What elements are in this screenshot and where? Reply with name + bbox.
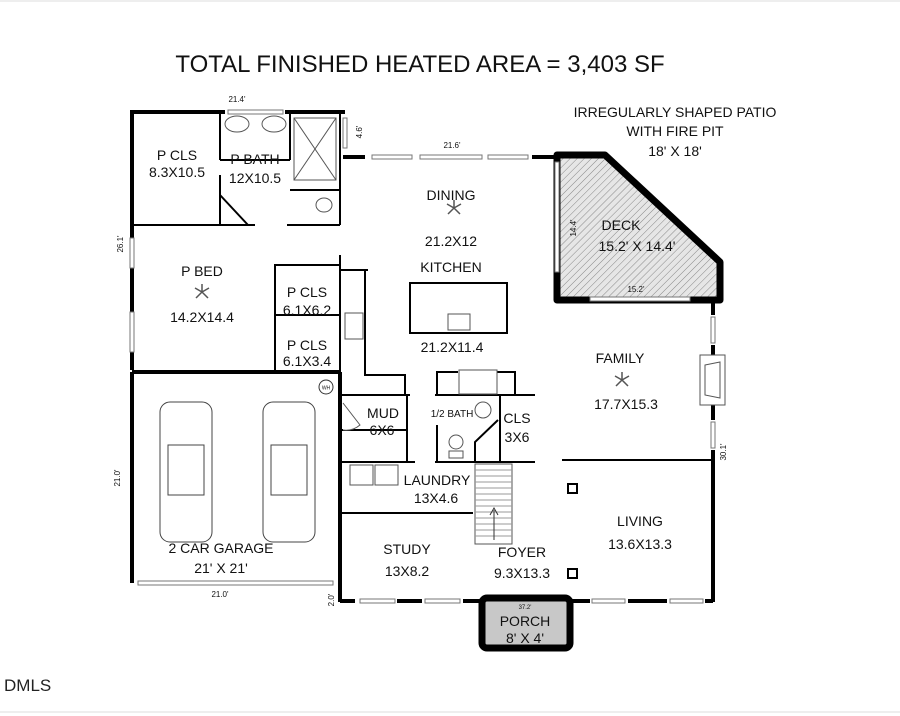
- svg-text:2.0': 2.0': [327, 593, 336, 606]
- svg-text:IRREGULARLY SHAPED PATIO: IRREGULARLY SHAPED PATIO: [574, 104, 777, 120]
- kitchen-island: [409, 282, 508, 334]
- room-size: 8.3X10.5: [149, 164, 205, 180]
- svg-text:21.0': 21.0': [211, 590, 229, 599]
- room-size: 13.6X13.3: [608, 536, 672, 552]
- svg-text:21.0': 21.0': [113, 469, 122, 487]
- fixtures: WH: [159, 115, 726, 579]
- room-name: STUDY: [383, 541, 431, 557]
- svg-text:WH: WH: [322, 386, 331, 392]
- room-size: 14.2X14.4: [170, 309, 234, 325]
- room-name: KITCHEN: [420, 259, 481, 275]
- room-name: P CLS: [157, 147, 197, 163]
- dimension-labels: 21.4' 4.6' 21.6' 26.1' 14.4' 15.2' 30.1'…: [113, 95, 728, 611]
- sink-icon: [447, 313, 471, 331]
- stair-arrow-icon: [489, 506, 499, 540]
- sink-icon: [474, 401, 492, 419]
- room-size: 13X4.6: [414, 490, 459, 506]
- room-name: LAUNDRY: [404, 472, 471, 488]
- room-size: 8' X 4': [506, 630, 544, 646]
- room-size: 3X6: [505, 429, 530, 445]
- stairs: [474, 463, 513, 545]
- washer-icon: [349, 464, 374, 486]
- svg-text:18' X 18': 18' X 18': [648, 143, 702, 159]
- svg-text:WITH FIRE PIT: WITH FIRE PIT: [626, 123, 724, 139]
- sink-icon: [224, 115, 250, 133]
- room-name: PORCH: [500, 613, 551, 629]
- plan-title: TOTAL FINISHED HEATED AREA = 3,403 SF: [175, 51, 664, 78]
- stove-icon: [344, 312, 364, 340]
- column: [567, 568, 578, 579]
- svg-text:14.4': 14.4': [569, 219, 578, 237]
- room-size: 6.1X3.4: [283, 353, 331, 369]
- room-name: CLS: [503, 410, 530, 426]
- room-name: P BED: [181, 263, 223, 279]
- room-size: 21.2X11.4: [421, 339, 484, 355]
- room-size: 21.2X12: [425, 233, 477, 249]
- svg-text:15.2': 15.2': [627, 285, 645, 294]
- room-size: 9.3X13.3: [494, 565, 550, 581]
- room-name: MUD: [367, 405, 399, 421]
- room-name: 2 CAR GARAGE: [168, 540, 273, 556]
- porch: [478, 594, 574, 652]
- room-labels: P CLS 8.3X10.5 P BATH 12X10.5 DINING 21.…: [149, 147, 676, 646]
- toilet-icon: [448, 434, 464, 450]
- room-size: 12X10.5: [229, 170, 281, 186]
- car-icon: [159, 401, 316, 543]
- dryer-icon: [374, 464, 399, 486]
- svg-text:21.4': 21.4': [228, 95, 246, 104]
- patio-label: IRREGULARLY SHAPED PATIO WITH FIRE PIT 1…: [574, 104, 777, 159]
- room-name: P CLS: [287, 337, 327, 353]
- door-swing: [342, 402, 361, 431]
- room-name: FAMILY: [596, 350, 645, 366]
- room-name: P CLS: [287, 284, 327, 300]
- room-size: 6.1X6.2: [283, 302, 331, 318]
- windows: [129, 109, 716, 604]
- room-size: 13X8.2: [385, 563, 430, 579]
- room-name: DECK: [602, 217, 642, 233]
- svg-text:4.6': 4.6': [355, 125, 364, 138]
- room-name: LIVING: [617, 513, 663, 529]
- room-size: 6X6: [370, 422, 395, 438]
- room-name: DINING: [427, 187, 476, 203]
- sink-icon: [261, 115, 287, 133]
- room-size: 17.7X15.3: [594, 396, 658, 412]
- room-size: 21' X 21': [194, 560, 248, 576]
- deck: [553, 151, 724, 304]
- svg-text:21.6': 21.6': [443, 141, 461, 150]
- column: [567, 483, 578, 494]
- toilet-icon: [315, 197, 333, 213]
- room-name: 1/2 BATH: [431, 409, 474, 420]
- room-name: P BATH: [230, 151, 279, 167]
- room-size: 15.2' X 14.4': [599, 238, 676, 254]
- watermark-logo: DMLS: [4, 676, 51, 695]
- room-name: FOYER: [498, 544, 546, 560]
- svg-text:26.1': 26.1': [116, 235, 125, 253]
- water-heater-icon: [318, 379, 334, 395]
- svg-text:37.2': 37.2': [519, 605, 532, 611]
- ceiling-fan-icon: [194, 200, 630, 387]
- range-icon: [458, 369, 498, 395]
- svg-text:30.1': 30.1': [719, 443, 728, 461]
